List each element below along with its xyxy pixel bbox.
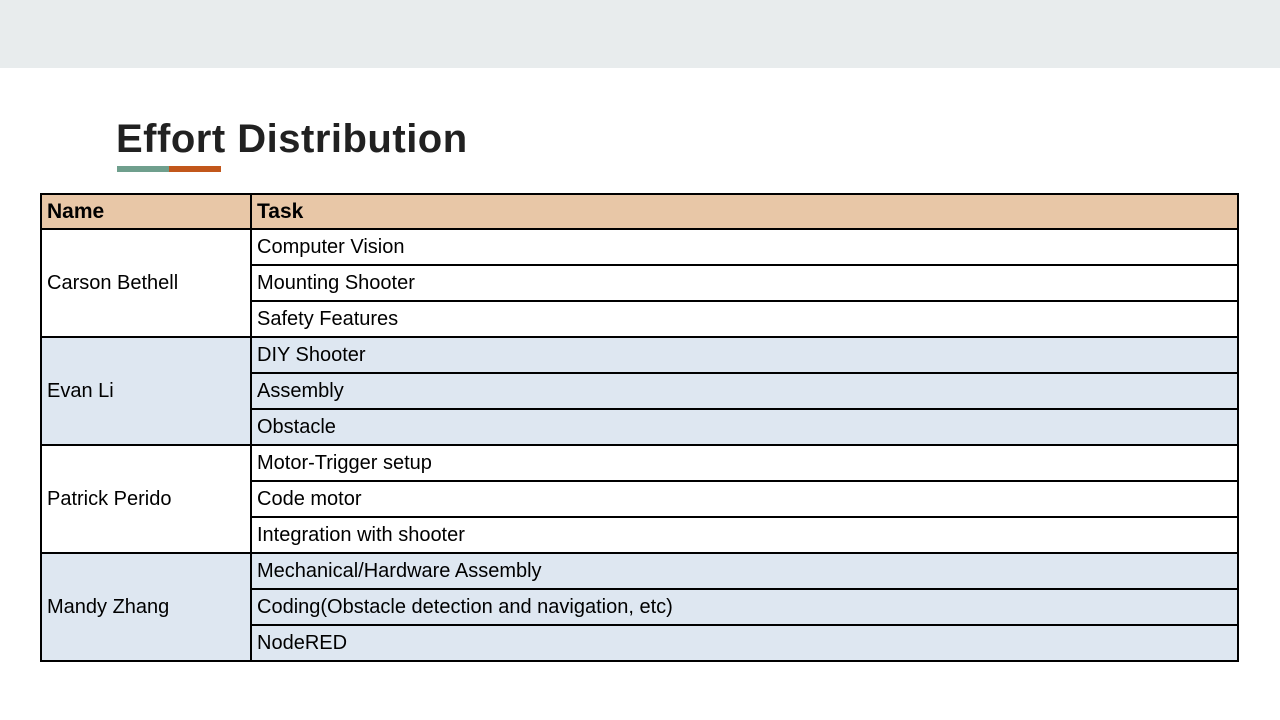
table-row: Mandy Zhang Mechanical/Hardware Assembly [40,552,1239,662]
header-name: Name [40,193,252,230]
name-cell: Carson Bethell [40,228,252,338]
table-row: NodeRED [41,624,1239,662]
task-cell: Code motor [250,480,1239,518]
table-row: Assembly [41,372,1239,410]
header-task: Task [250,193,1239,230]
table-row: Integration with shooter [41,516,1239,554]
name-cell: Evan Li [40,336,252,446]
task-cell: Mechanical/Hardware Assembly [250,552,1239,590]
name-cell: Patrick Perido [40,444,252,554]
top-accent-band [0,0,1280,68]
task-cell: Obstacle [250,408,1239,446]
task-cell: NodeRED [250,624,1239,662]
task-cell: Safety Features [250,300,1239,338]
title-divider [117,166,221,172]
table-row: Evan Li DIY Shooter [40,336,1239,446]
table-row: Obstacle [41,408,1239,446]
task-cell: Mounting Shooter [250,264,1239,302]
task-cell: Assembly [250,372,1239,410]
divider-orange-segment [169,166,221,172]
table-row: Carson Bethell Computer Vision [40,228,1239,338]
divider-teal-segment [117,166,169,172]
table-row: Code motor [41,480,1239,518]
effort-distribution-table: Name Task Carson Bethell Computer Vision… [40,193,1239,662]
task-cell: DIY Shooter [250,336,1239,374]
table-row: Safety Features [41,300,1239,338]
table-row: Coding(Obstacle detection and navigation… [41,588,1239,626]
name-cell: Mandy Zhang [40,552,252,662]
task-cell: Integration with shooter [250,516,1239,554]
task-cell: Computer Vision [250,228,1239,266]
table-header-row: Name Task [40,193,1239,230]
task-cell: Motor-Trigger setup [250,444,1239,482]
task-cell: Coding(Obstacle detection and navigation… [250,588,1239,626]
page-title: Effort Distribution [116,116,468,161]
table-row: Mounting Shooter [41,264,1239,302]
table-row: Patrick Perido Motor-Trigger setup [40,444,1239,554]
